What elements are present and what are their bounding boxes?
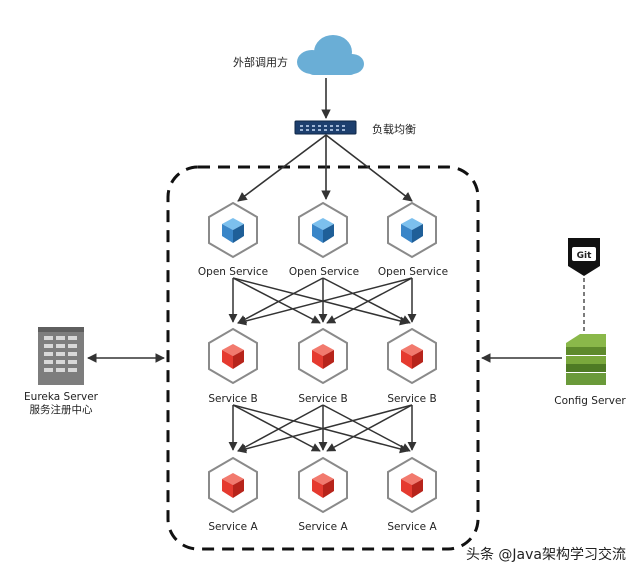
open-service-label: Open Service xyxy=(289,266,359,278)
config-server-icon xyxy=(566,334,606,385)
service-a-node xyxy=(298,457,348,513)
load-balancer-label: 负载均衡 xyxy=(372,122,416,136)
service-b-node xyxy=(298,328,348,384)
service-cluster-boundary xyxy=(166,165,480,551)
service-b-label: Service B xyxy=(387,393,436,405)
load-balancer-icon xyxy=(294,120,357,135)
cloud-icon xyxy=(297,35,364,75)
edges-lb-to-open xyxy=(237,134,413,202)
open-service-node xyxy=(387,202,437,258)
open-service-label: Open Service xyxy=(198,266,268,278)
config-server-label: Config Server xyxy=(554,395,626,407)
eureka-server-label: Eureka Server xyxy=(24,391,99,403)
eureka-server-sublabel: 服务注册中心 xyxy=(30,403,93,416)
open-service-node xyxy=(208,202,258,258)
service-b-label: Service B xyxy=(298,393,347,405)
watermark: 头条 @Java架构学习交流 xyxy=(466,546,626,563)
service-a-node xyxy=(208,457,258,513)
eureka-server-icon xyxy=(38,327,84,385)
edges-b-to-a xyxy=(228,404,417,454)
service-a-node xyxy=(387,457,437,513)
service-b-node xyxy=(387,328,437,384)
caller-label: 外部调用方 xyxy=(233,55,288,69)
edges-open-to-b xyxy=(228,277,417,326)
service-b-label: Service B xyxy=(208,393,257,405)
open-service-node xyxy=(298,202,348,258)
service-a-label: Service A xyxy=(208,521,258,533)
service-a-label: Service A xyxy=(387,521,437,533)
open-service-label: Open Service xyxy=(378,266,448,278)
service-a-label: Service A xyxy=(298,521,348,533)
git-label: Git xyxy=(577,251,592,261)
git-icon xyxy=(568,238,600,276)
service-b-node xyxy=(208,328,258,384)
